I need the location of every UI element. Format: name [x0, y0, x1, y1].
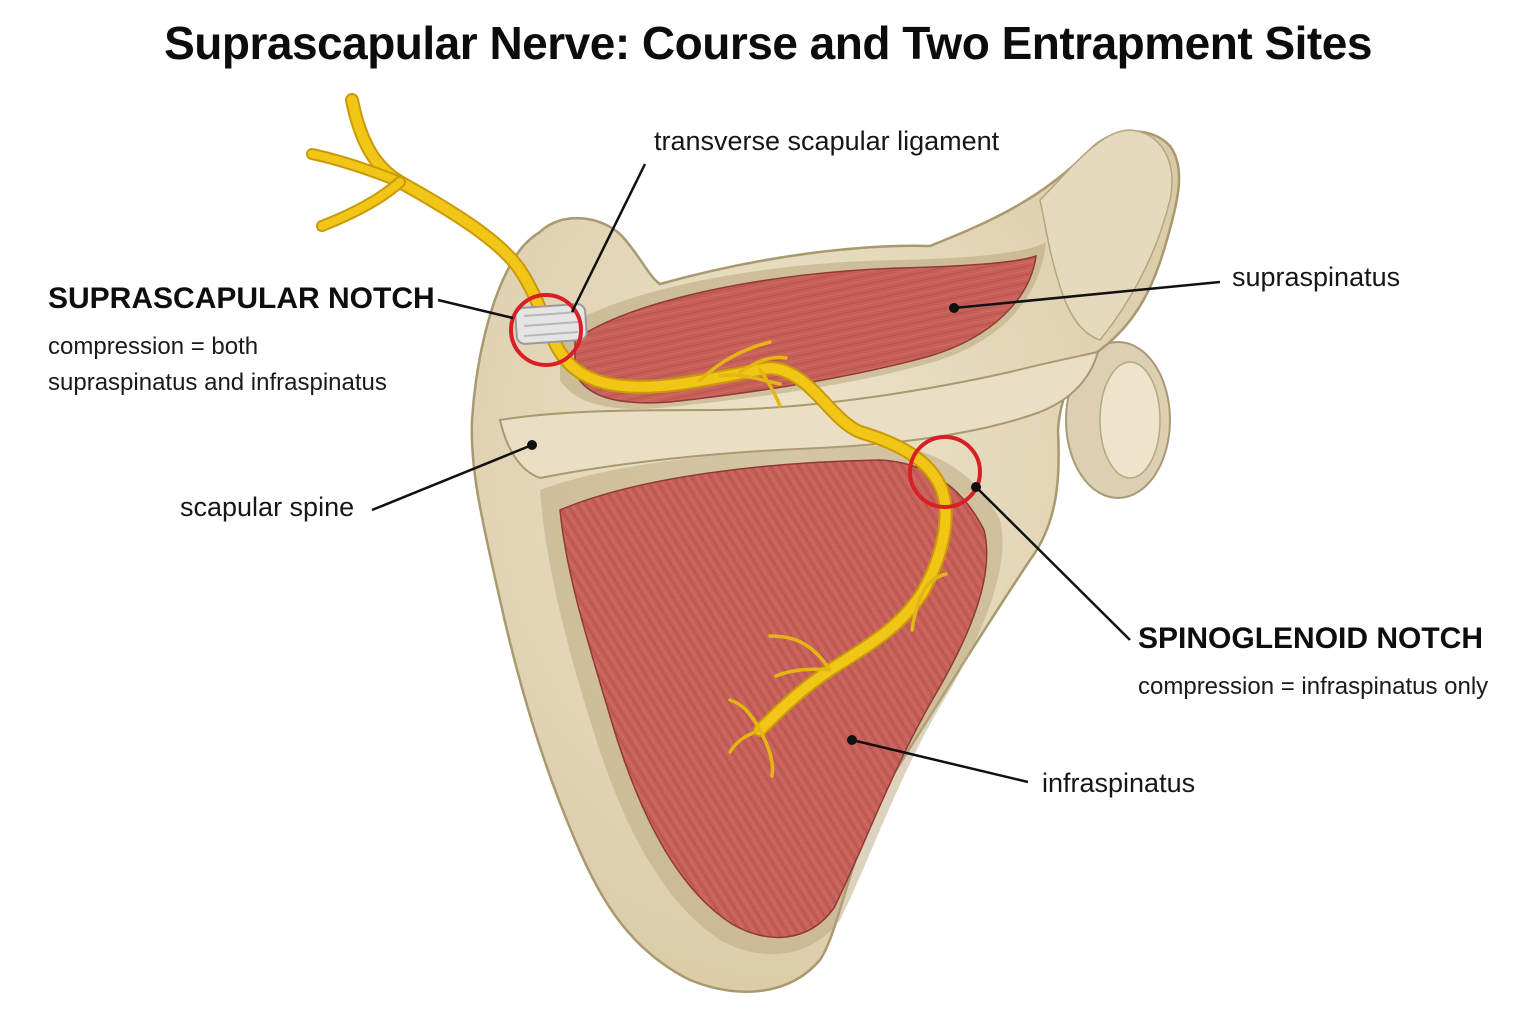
- leader-dots: [527, 303, 981, 745]
- supraspinatus-muscle: [574, 254, 1037, 404]
- label-infraspinatus: infraspinatus: [1042, 768, 1196, 798]
- page-title: Suprascapular Nerve: Course and Two Entr…: [164, 17, 1372, 69]
- acromion: [1039, 129, 1173, 341]
- label-transverse-scapular-ligament: transverse scapular ligament: [654, 126, 1000, 156]
- label-supraspinatus: supraspinatus: [1232, 262, 1401, 292]
- suprascapular-notch-marker: [509, 293, 583, 367]
- spinoglenoid-notch-heading: SPINOGLENOID NOTCH: [1138, 622, 1484, 655]
- suprascapular-notch-note-2: supraspinatus and infraspinatus: [48, 369, 387, 396]
- glenoid-face: [1099, 361, 1161, 479]
- spinoglenoid-notch-marker: [908, 435, 982, 509]
- infraspinatus-muscle: [559, 459, 988, 939]
- suprascapular-notch-heading: SUPRASCAPULAR NOTCH: [48, 282, 435, 315]
- suprascapular-nerve: [306, 93, 953, 778]
- scapular-spine-ridge: [498, 350, 1100, 480]
- transverse-ligament: [514, 303, 588, 345]
- label-scapular-spine: scapular spine: [180, 492, 355, 522]
- leader-lines: [371, 163, 1221, 784]
- spinoglenoid-notch-note: compression = infraspinatus only: [1138, 673, 1489, 700]
- suprascapular-notch-note-1: compression = both: [48, 333, 259, 360]
